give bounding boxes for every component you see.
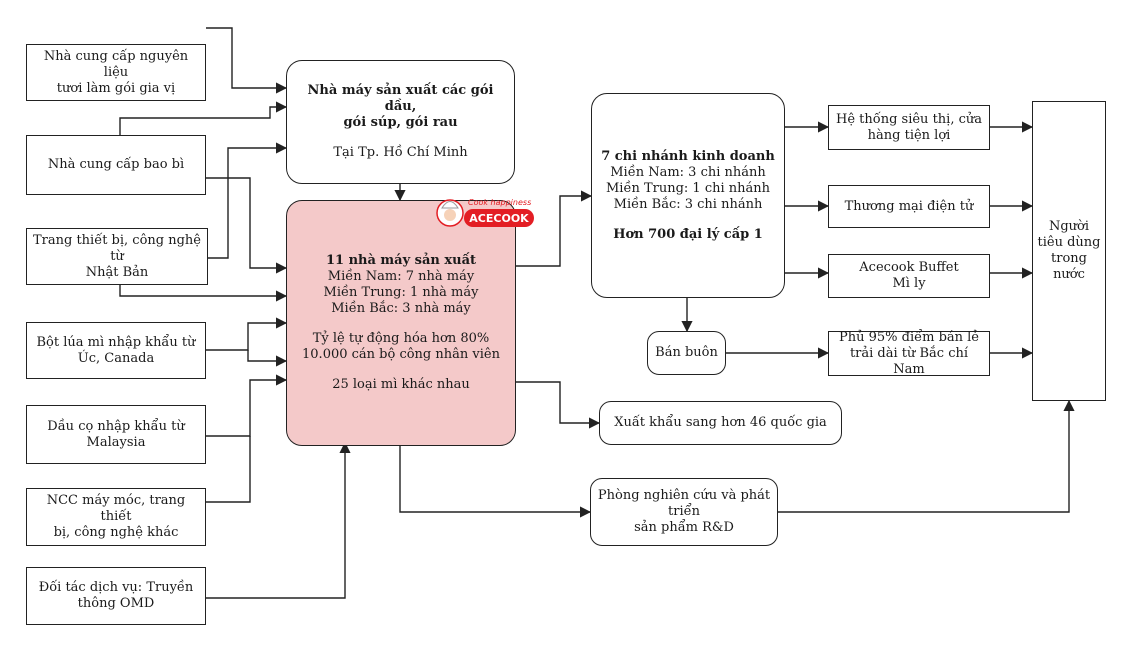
supplier-label: Malaysia [86, 434, 146, 450]
supplier-label: Dầu cọ nhập khẩu từ [47, 418, 185, 434]
plant-title: Nhà máy sản xuất các gói dầu, [307, 83, 494, 114]
arrow-factory-to-export [516, 381, 601, 429]
factory-south: Miền Nam: 7 nhà máy [327, 269, 475, 284]
arrow-factory-rnd [394, 435, 592, 518]
arrow-factory-to-branches [516, 190, 593, 267]
arrow-s1-to-plant [206, 27, 288, 94]
channel-ecommerce: Thương mại điện tử [828, 185, 990, 228]
arrow-s3-to-factory [119, 285, 288, 302]
arrow-s2-to-factory [206, 177, 288, 274]
arrow-s4-to-factory-2 [247, 350, 288, 367]
branches-north: Miền Bắc: 3 chi nhánh [613, 196, 763, 212]
supplier-label: thông OMD [77, 596, 155, 611]
arrow-s5-to-factory [206, 374, 288, 437]
plant-location: Tại Tp. Hồ Chí Minh [333, 145, 468, 160]
channel-supermarket: Hệ thống siêu thị, cửa hàng tiện lợi [828, 105, 990, 150]
supplier-label: Nhà cung cấp bao bì [47, 157, 185, 172]
arrow-s2-to-plant [119, 101, 288, 135]
factory-automation: Tỷ lệ tự động hóa hơn 80% [312, 331, 490, 346]
arrow-rnd-consumer [767, 399, 1075, 518]
consumer-label: nước [1053, 267, 1085, 282]
supplier-wheat-flour: Bột lúa mì nhập khẩu từ Úc, Canada [26, 322, 206, 379]
channel-label: Acecook Buffet [859, 260, 959, 275]
domestic-consumers: Người tiêu dùng trong nước [1032, 101, 1106, 401]
arrow-s6-to-factory [206, 436, 251, 503]
sales-branches: 7 chi nhánh kinh doanh Miền Nam: 3 chi n… [591, 93, 785, 298]
supplier-japan-tech: Trang thiết bị, công nghệ từ Nhật Bản [26, 228, 208, 285]
export: Xuất khẩu sang hơn 46 quốc gia [599, 401, 842, 445]
wholesale-label: Bán buôn [655, 345, 718, 360]
logo-brand: ACECOOK [469, 212, 529, 225]
export-label: Xuất khẩu sang hơn 46 quốc gia [614, 415, 827, 430]
channel-label: Hệ thống siêu thị, cửa [836, 111, 982, 127]
factory-north: Miền Bắc: 3 nhà máy [331, 301, 471, 316]
supplier-label: Bột lúa mì nhập khẩu từ [36, 334, 196, 350]
consumer-label: tiêu dùng [1037, 235, 1101, 250]
supplier-label: Nhật Bản [85, 264, 149, 280]
supplier-label: Đối tác dịch vụ: Truyền [38, 580, 194, 595]
consumer-label: Người [1048, 219, 1090, 234]
factory-staff: 10.000 cán bộ công nhân viên [302, 347, 500, 362]
factory-central: Miền Trung: 1 nhà máy [323, 285, 479, 300]
channel-label: trải dài từ Bắc chí Nam [849, 345, 969, 377]
consumer-label: trong [1051, 251, 1087, 266]
supplier-palm-oil: Dầu cọ nhập khẩu từ Malaysia [26, 405, 206, 464]
branches-central: Miền Trung: 1 chi nhánh [605, 180, 771, 196]
partner-omd: Đối tác dịch vụ: Truyền thông OMD [26, 567, 206, 625]
wholesale: Bán buôn [647, 331, 726, 375]
channel-buffet: Acecook Buffet Mì ly [828, 254, 990, 298]
arrow-s7-to-factory [206, 441, 351, 599]
factory-products: 25 loại mì khác nhau [332, 377, 470, 392]
acecook-logo: Cook happiness ACECOOK [436, 198, 534, 227]
supplier-label: Úc, Canada [77, 350, 155, 366]
chef-face-icon [444, 209, 456, 221]
channel-label: Phủ 95% điểm bán lẻ [838, 329, 980, 345]
branches-title: 7 chi nhánh kinh doanh [601, 148, 775, 164]
factory-title: 11 nhà máy sản xuất [325, 253, 477, 268]
plant-title: gói súp, gói rau [343, 115, 458, 130]
arrow-s4-to-factory [206, 317, 288, 351]
supplier-packaging: Nhà cung cấp bao bì [26, 135, 206, 195]
branches-agents: Hơn 700 đại lý cấp 1 [613, 226, 763, 242]
supplier-fresh-ingredients: Nhà cung cấp nguyên liệu tươi làm gói gi… [26, 44, 206, 101]
channel-retail: Phủ 95% điểm bán lẻ trải dài từ Bắc chí … [828, 329, 990, 377]
channel-label: Mì ly [892, 276, 926, 291]
supplier-label: bị, công nghệ khác [53, 525, 179, 540]
channel-label: Thương mại điện tử [844, 198, 974, 214]
main-factories: 11 nhà máy sản xuất Miền Nam: 7 nhà máy … [286, 200, 516, 446]
branches-south: Miền Nam: 3 chi nhánh [610, 164, 766, 180]
channel-label: hàng tiện lợi [867, 127, 951, 143]
supplier-machinery: NCC máy móc, trang thiết bị, công nghệ k… [26, 488, 206, 546]
supplier-label: tươi làm gói gia vị [56, 80, 176, 96]
rnd-department: Phòng nghiên cứu và phát triển sản phẩm … [590, 478, 778, 546]
arrow-s3-to-plant [208, 142, 288, 259]
rnd-label: Phòng nghiên cứu và phát triển [597, 488, 771, 519]
logo-tagline: Cook happiness [468, 198, 531, 207]
seasoning-plant-hcm: Nhà máy sản xuất các gói dầu, gói súp, g… [286, 60, 515, 184]
rnd-label: sản phẩm R&D [634, 520, 734, 535]
supplier-label: Trang thiết bị, công nghệ từ [32, 232, 201, 264]
supplier-label: NCC máy móc, trang thiết [46, 493, 186, 524]
supplier-label: Nhà cung cấp nguyên liệu [43, 48, 189, 80]
